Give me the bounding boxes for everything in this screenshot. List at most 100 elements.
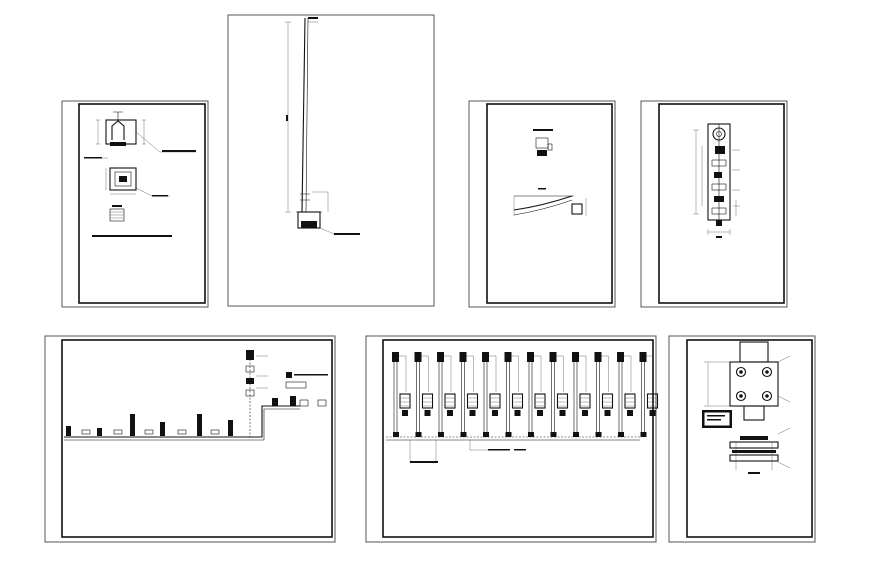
column-base bbox=[618, 432, 624, 437]
column-bolt bbox=[469, 410, 476, 416]
column-bolt bbox=[514, 410, 521, 416]
column-fixture bbox=[579, 393, 591, 409]
column-shaft bbox=[506, 362, 510, 437]
column-cap bbox=[482, 352, 489, 362]
column-base bbox=[393, 432, 399, 437]
column-arm bbox=[579, 355, 587, 392]
column-fixture-hatch bbox=[446, 397, 454, 407]
column-fixture bbox=[399, 393, 411, 409]
column-cap bbox=[572, 352, 579, 362]
column-arm bbox=[624, 355, 632, 392]
column-arm bbox=[534, 355, 542, 392]
column-arm bbox=[489, 355, 497, 392]
column-cap bbox=[392, 352, 399, 362]
column-fixture bbox=[421, 393, 434, 409]
column-bolt bbox=[604, 410, 611, 416]
column-fixture-hatch bbox=[513, 397, 522, 407]
column-cap bbox=[504, 352, 512, 362]
column-arm bbox=[466, 355, 474, 392]
column-arm bbox=[556, 355, 564, 392]
bracket-detail-drawing bbox=[513, 129, 587, 216]
vertical-assembly-drawing bbox=[693, 123, 740, 238]
column-arm bbox=[511, 355, 519, 392]
column-fixture bbox=[466, 393, 479, 409]
plate-detail-drawing bbox=[702, 341, 791, 474]
column-bolt bbox=[447, 410, 453, 416]
column-shaft bbox=[416, 362, 420, 437]
column-cap bbox=[414, 352, 422, 362]
column-fixture bbox=[534, 393, 546, 409]
column-base bbox=[415, 432, 422, 437]
column-fixture bbox=[511, 393, 524, 409]
column-bolt bbox=[537, 410, 543, 416]
column-base bbox=[595, 432, 602, 437]
column-fixture bbox=[556, 393, 569, 409]
column-fixture-hatch bbox=[581, 397, 589, 407]
column-base bbox=[483, 432, 489, 437]
column-base bbox=[528, 432, 534, 437]
column-bolt bbox=[424, 410, 431, 416]
column-fixture-hatch bbox=[401, 397, 409, 407]
column-fixture-hatch bbox=[626, 397, 634, 407]
column-fixture-hatch bbox=[648, 397, 657, 407]
column-base bbox=[550, 432, 557, 437]
column-fixture bbox=[624, 393, 636, 409]
repeated-columns-drawing bbox=[392, 352, 659, 437]
sheet-vertical-assembly[interactable] bbox=[640, 100, 788, 308]
column-base bbox=[460, 432, 467, 437]
column-cap bbox=[594, 352, 602, 362]
column-cap bbox=[549, 352, 557, 362]
column-fixture-hatch bbox=[558, 397, 567, 407]
column-arm bbox=[646, 355, 654, 392]
foundation-section-drawing bbox=[84, 111, 196, 237]
column-base bbox=[640, 432, 647, 437]
column-arm bbox=[444, 355, 452, 392]
column-fixture-hatch bbox=[603, 397, 612, 407]
sheet-repeated-columns[interactable] bbox=[365, 335, 659, 543]
sheet-foundation-detail[interactable] bbox=[61, 100, 209, 308]
column-shaft bbox=[551, 362, 555, 437]
column-fixture bbox=[444, 393, 456, 409]
column-bolt bbox=[582, 410, 588, 416]
column-shaft bbox=[573, 362, 578, 437]
sheet-pole-elevation[interactable] bbox=[227, 14, 435, 307]
column-shaft bbox=[483, 362, 488, 437]
column-shaft bbox=[641, 362, 645, 437]
column-fixture bbox=[601, 393, 614, 409]
column-cap bbox=[617, 352, 624, 362]
column-fixture-hatch bbox=[423, 397, 432, 407]
column-base bbox=[573, 432, 579, 437]
sheet-plate-detail[interactable] bbox=[668, 335, 816, 543]
horizontal-layout-drawing bbox=[64, 350, 328, 441]
column-shaft bbox=[438, 362, 443, 437]
column-arm bbox=[399, 355, 407, 392]
column-shaft bbox=[596, 362, 600, 437]
column-fixture-hatch bbox=[468, 397, 477, 407]
column-bolt bbox=[402, 410, 408, 416]
column-cap bbox=[639, 352, 647, 362]
column-bolt bbox=[559, 410, 566, 416]
column-arm bbox=[601, 355, 609, 392]
column-bolt bbox=[649, 410, 656, 416]
column-cap bbox=[459, 352, 467, 362]
column-shaft bbox=[393, 362, 398, 437]
column-shaft bbox=[461, 362, 465, 437]
sheet-bracket-detail[interactable] bbox=[468, 100, 616, 308]
column-fixture bbox=[489, 393, 501, 409]
repeated-columns-base bbox=[386, 436, 640, 463]
pole-elevation-drawing bbox=[285, 17, 360, 235]
column-shaft bbox=[528, 362, 533, 437]
column-cap bbox=[437, 352, 444, 362]
column-cap bbox=[527, 352, 534, 362]
column-fixture-hatch bbox=[536, 397, 544, 407]
column-base bbox=[505, 432, 512, 437]
column-arm bbox=[421, 355, 429, 392]
column-fixture-hatch bbox=[491, 397, 499, 407]
column-base bbox=[438, 432, 444, 437]
column-bolt bbox=[627, 410, 633, 416]
column-fixture bbox=[646, 393, 659, 409]
column-shaft bbox=[618, 362, 623, 437]
sheet-horizontal-layout[interactable] bbox=[44, 335, 336, 543]
